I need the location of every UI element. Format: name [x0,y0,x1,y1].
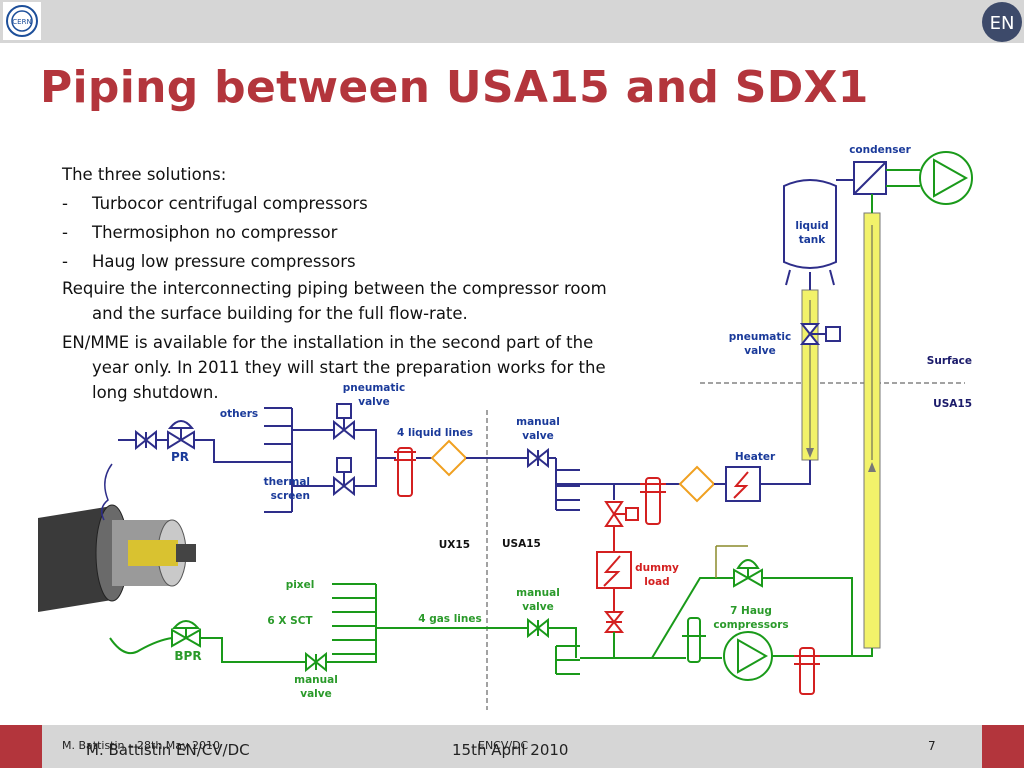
footer-author: M. Battistin – 28th May 2010 [62,739,221,752]
label-manual-valve: valve [522,430,554,442]
slide-title: Piping between USA15 and SDX1 [40,62,869,113]
red-valve-upper-icon [604,501,639,527]
manual-valve-bottom-icon [305,651,327,673]
label-usa15-mid: USA15 [502,538,541,550]
pneumatic-valve-upper-icon [333,403,355,441]
bullet-item: -Turbocor centrifugal compressors [62,194,368,213]
filter-icon [394,447,416,497]
others-manifold [264,407,293,513]
haug-compressor-icon [723,631,773,681]
label-sct: 6 X SCT [267,615,313,627]
label-pr: PR [171,450,189,464]
label-pneumatic-valve: valve [358,396,390,408]
label-thermal-screen: screen [271,490,310,502]
label-liquid-lines: 4 liquid lines [397,427,473,439]
paragraph-line: year only. In 2011 they will start the p… [92,358,606,377]
label-manual-valve-gas: valve [522,601,554,613]
cern-logo: CERN [3,2,41,40]
label-dummy-load: load [644,576,669,588]
bpr-valve-icon [171,620,201,648]
liquid-tank [783,179,837,290]
label-surface: Surface [927,355,972,367]
filter-gas-icon [794,647,820,695]
label-manual-valve-gas: manual [516,587,560,599]
footer-author-overlay: M. Battistin EN/CV/DC [86,741,250,759]
pr-valve-icon [167,420,195,450]
pneumatic-valve-lower-icon [333,457,355,497]
paragraph-line: EN/MME is available for the installation… [62,333,594,352]
filter-usa15-icon [640,477,666,525]
header-bar [0,0,1024,43]
dummy-load-icon [596,551,632,589]
pneumatic-valve-top-icon [799,323,841,345]
heater-icon [725,466,761,502]
body-text: The three solutions: -Turbocor centrifug… [62,160,732,405]
label-manual-valve-bottom: valve [300,688,332,700]
red-valve-lower-icon [603,611,625,633]
paragraph-line: and the surface building for the full fl… [92,304,468,323]
footer-accent-right [982,725,1024,768]
manual-valve-gas-icon [527,617,549,639]
label-pneumatic-valve: pneumatic [343,382,405,394]
oil-separator-icon [682,617,706,663]
label-bpr: BPR [174,649,201,663]
manual-valve-icon [135,429,157,451]
label-pneumatic-valve: valve [744,345,776,357]
label-pneumatic-valve: pneumatic [729,331,791,343]
label-liquid-tank: liquid [795,220,828,232]
condenser [853,161,887,195]
label-others: others [220,408,258,420]
label-pixel: pixel [286,579,315,591]
page-number: 7 [928,739,936,753]
label-gas-lines: 4 gas lines [418,613,482,625]
detector-image [38,504,196,612]
bullet-item: -Thermosiphon no compressor [62,223,338,242]
label-haug-compressors: 7 Haug [730,605,772,617]
detector-gas-manifold [332,583,376,655]
manual-valve-liquid-icon [527,447,549,469]
paragraph-line: Require the interconnecting piping betwe… [62,279,607,298]
sight-glass-icon [430,439,468,477]
condenser-pump-icon [919,151,973,205]
label-liquid-tank: tank [799,234,827,246]
svg-text:CERN: CERN [12,18,31,26]
en-logo: EN [982,2,1022,42]
footer-date: 15th April 2010 [452,741,569,759]
paragraph-line: long shutdown. [92,383,219,402]
footer-bar: M. Battistin – 28th May 2010 M. Battisti… [0,725,1024,768]
label-haug-compressors: compressors [713,619,788,631]
bypass-valve-icon [733,559,763,588]
svg-text:EN: EN [990,13,1015,34]
footer-accent-left [0,725,42,768]
label-manual-valve: manual [516,416,560,428]
label-dummy-load: dummy [635,562,679,574]
bullet-item: -Haug low pressure compressors [62,252,356,271]
footer-event: ENCV/DC [478,739,529,752]
label-condenser: condenser [849,144,911,156]
sight-glass-usa15-icon [678,465,716,503]
intro-line: The three solutions: [62,165,227,184]
label-usa15: USA15 [933,398,972,410]
label-thermal-screen: thermal [264,476,310,488]
usa15-gas-manifold [555,645,580,675]
label-heater: Heater [735,451,776,463]
label-ux15: UX15 [439,539,470,551]
label-manual-valve-bottom: manual [294,674,338,686]
